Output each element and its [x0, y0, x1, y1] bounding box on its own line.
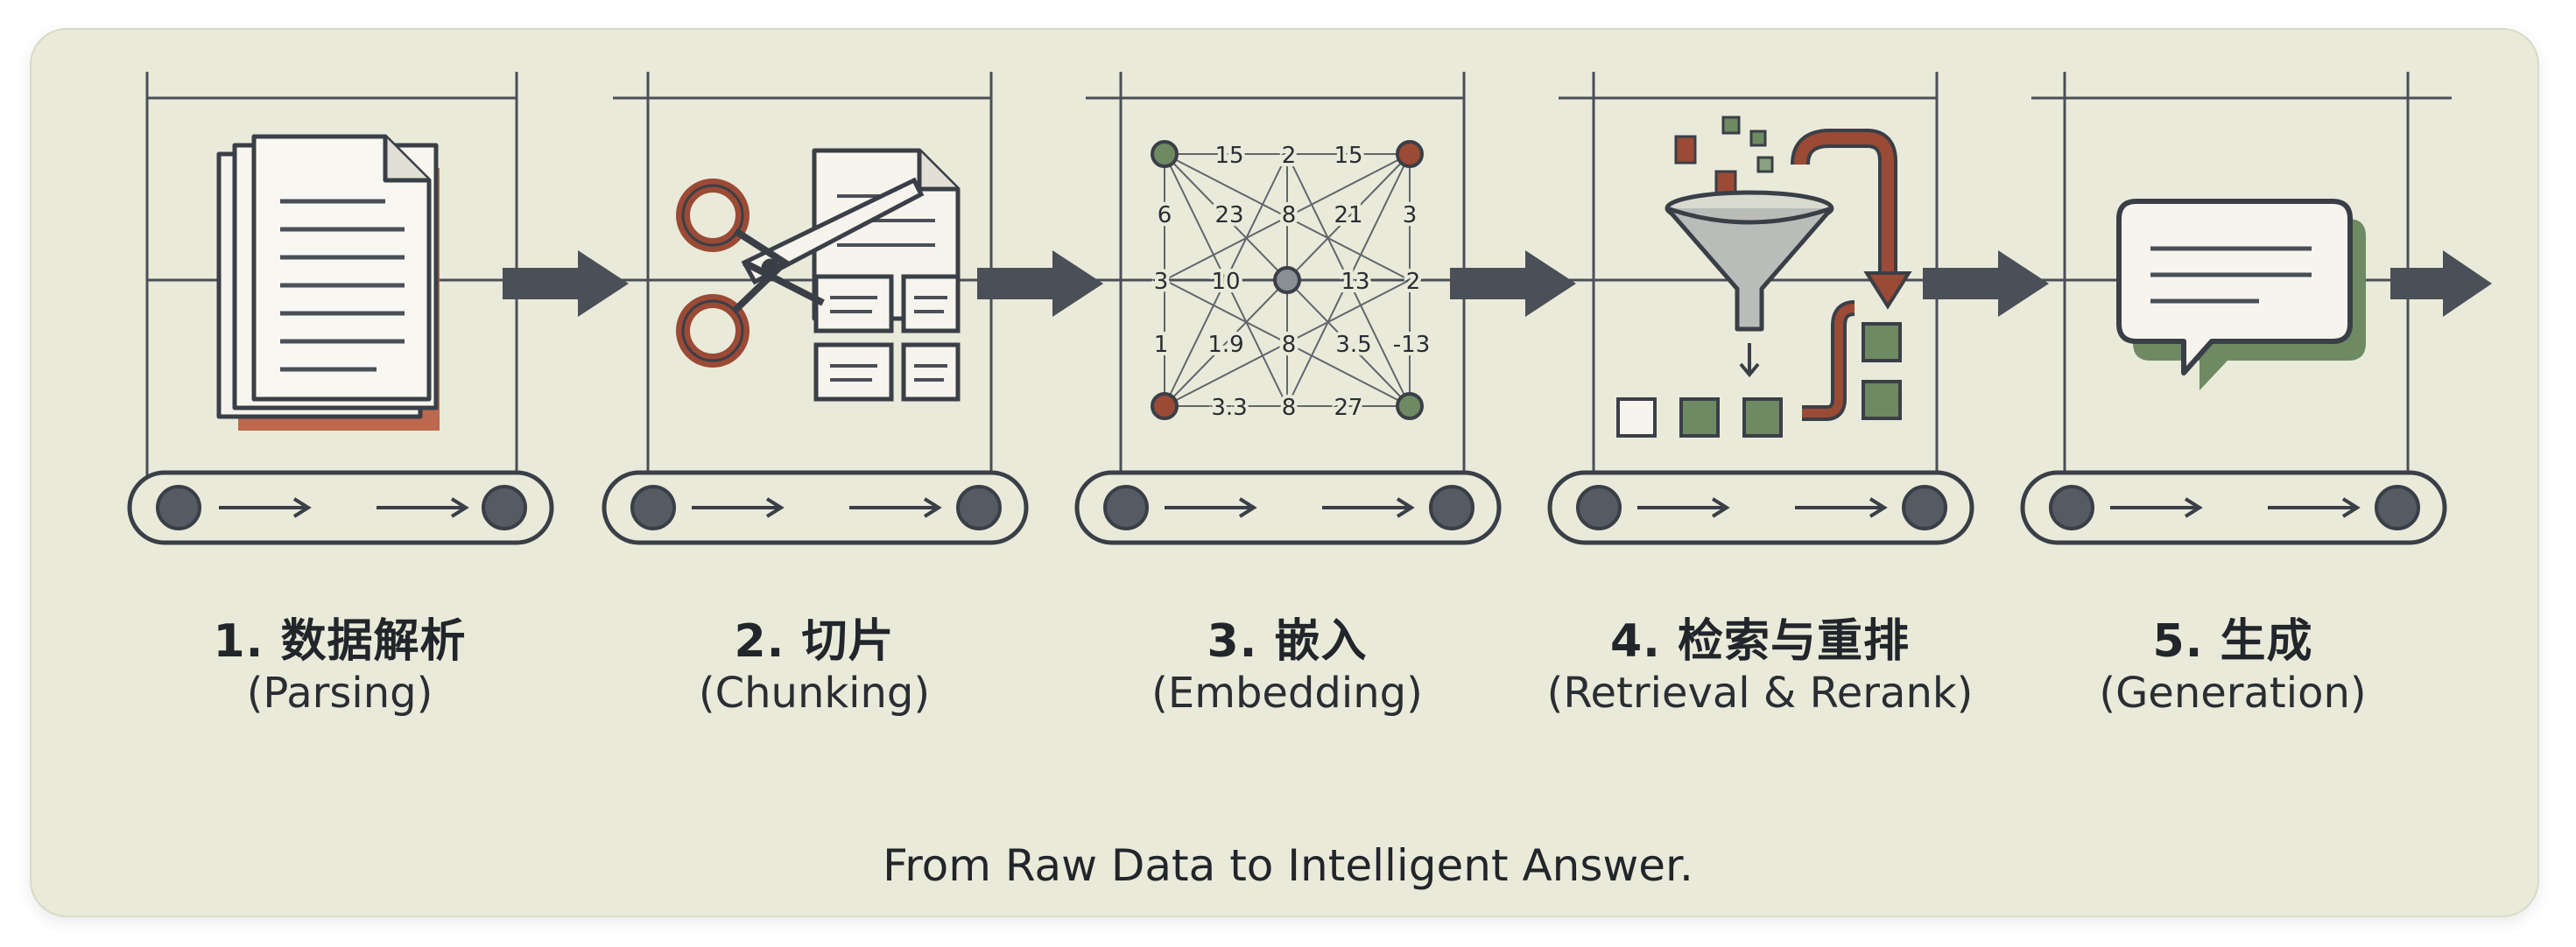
speech-bubble-icon — [2116, 199, 2366, 390]
vector-value: 2 — [1406, 269, 1421, 295]
vector-value: 27 — [1334, 395, 1362, 421]
conveyor-belt — [602, 470, 1029, 545]
graph-node — [1151, 140, 1179, 168]
graph-node — [1396, 140, 1424, 168]
vector-value: 3.5 — [1335, 332, 1371, 358]
ranked-results — [1616, 322, 1902, 438]
stage-2-title: 2. 切片 — [734, 615, 895, 668]
flow-arrow-1 — [503, 250, 629, 317]
vector-graph-icon: 15 2 15 6 23 8 21 3 3 10 13 2 1 1.9 8 3.… — [1151, 139, 1434, 424]
graph-node — [1151, 392, 1179, 420]
stage-1-panel — [127, 72, 554, 545]
vector-value: 10 — [1211, 269, 1240, 295]
flow-arrow-5 — [2390, 250, 2492, 317]
vector-value: 15 — [1214, 143, 1243, 169]
graph-node — [1273, 266, 1301, 294]
vector-value: 8 — [1282, 395, 1297, 421]
stage-5-panel — [2020, 72, 2452, 545]
conveyor-belt — [2020, 470, 2447, 545]
vector-value: -13 — [1393, 332, 1430, 358]
stage-4-title: 4. 检索与重排 — [1609, 615, 1911, 668]
graph-node — [1396, 392, 1424, 420]
vector-value: 21 — [1334, 202, 1362, 228]
flow-arrow-2 — [977, 250, 1103, 317]
rerank-arrow-icon — [1791, 129, 1912, 421]
vector-value: 8 — [1282, 202, 1297, 228]
stage-5-title: 5. 生成 — [2152, 615, 2313, 668]
conveyor-belt — [127, 470, 554, 545]
flow-arrow-3 — [1450, 250, 1576, 317]
vector-value: 23 — [1214, 202, 1243, 228]
scissors-icon — [676, 177, 925, 368]
stage-3-panel: 15 2 15 6 23 8 21 3 3 10 13 2 1 1.9 8 3.… — [1074, 72, 1502, 545]
stage-3-subtitle: (Embedding) — [1151, 669, 1423, 718]
vector-value: 15 — [1334, 143, 1362, 169]
vector-value: 3 — [1403, 202, 1418, 228]
vector-value: 3 — [1154, 269, 1169, 295]
vector-value: 2 — [1282, 143, 1297, 169]
stage-4-panel — [1547, 72, 1974, 545]
stage-2-panel — [602, 72, 1029, 545]
flow-arrow-4 — [1923, 250, 2049, 317]
vector-value: 1 — [1154, 332, 1169, 358]
stage-1-title: 1. 数据解析 — [213, 615, 467, 668]
chunk-blocks — [813, 274, 961, 402]
falling-documents — [1674, 116, 1774, 200]
vector-value: 1.9 — [1207, 332, 1243, 358]
down-arrow-icon — [1739, 343, 1760, 378]
funnel-icon — [1665, 190, 1834, 332]
vector-value: 3.3 — [1211, 395, 1247, 421]
tagline: From Raw Data to Intelligent Answer. — [883, 840, 1693, 891]
conveyor-belt — [1547, 470, 1974, 545]
stage-3-title: 3. 嵌入 — [1207, 615, 1368, 668]
vector-value: 13 — [1341, 269, 1369, 295]
stage-5-subtitle: (Generation) — [2099, 669, 2367, 718]
stage-2-subtitle: (Chunking) — [698, 669, 931, 718]
document-stack-icon — [216, 134, 440, 431]
vector-value: 8 — [1282, 332, 1297, 358]
stage-1-subtitle: (Parsing) — [246, 669, 433, 718]
vector-value: 6 — [1158, 202, 1172, 228]
stage-4-subtitle: (Retrieval & Rerank) — [1546, 669, 1974, 718]
conveyor-belt — [1074, 470, 1502, 545]
